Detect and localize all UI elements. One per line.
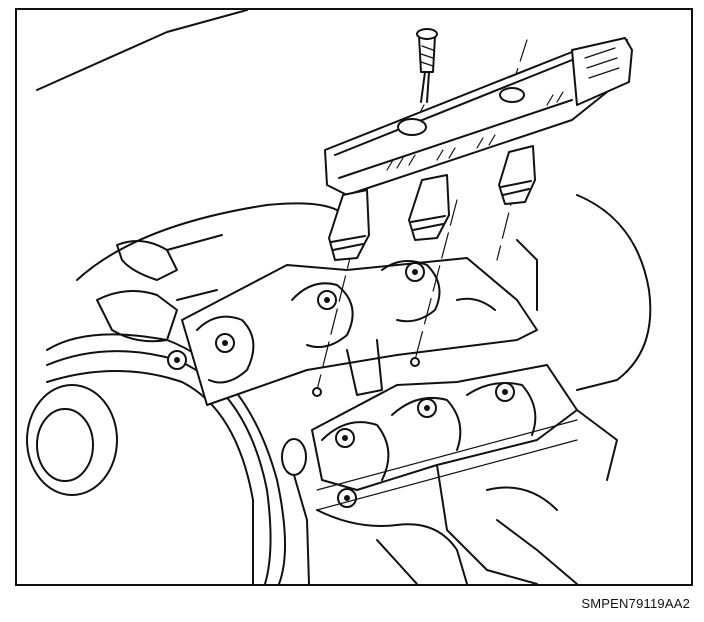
vacuum-hose-assembly: [96, 234, 223, 343]
rear-valve-cover: [167, 257, 538, 406]
illustration-frame: [15, 8, 693, 586]
engine-compartment-outline: [36, 10, 652, 391]
mounting-bolt: [416, 28, 438, 103]
wiring-harness: [316, 486, 578, 584]
dipstick-handle: [281, 438, 310, 584]
front-valve-cover: [311, 364, 618, 584]
engine-ignition-coil-illustration: [26, 10, 652, 584]
ignition-coil-pack: [324, 37, 633, 261]
bolt-guide-line-rear: [506, 39, 528, 103]
figure-code: SMPEN79119AA2: [581, 596, 690, 611]
